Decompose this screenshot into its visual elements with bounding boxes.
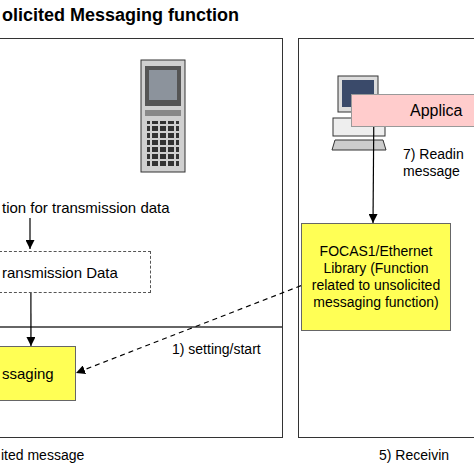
annotation-text: tion for transmission data [2, 199, 170, 216]
cnc-panel: ited messageransmission Datassaging [0, 38, 283, 438]
node-text: ransmission Data [2, 252, 118, 292]
pc-panel: 5) ReceivinApplicaFOCAS1/Ethernet Librar… [298, 38, 474, 438]
node-text: ssaging [2, 347, 54, 400]
flow-connector [30, 293, 31, 346]
node-text: 5) Receivin [379, 447, 449, 463]
flow-arrow [29, 218, 30, 249]
library-box: FOCAS1/Ethernet Library (Function relate… [301, 223, 451, 331]
cnc-softkeys [145, 110, 181, 116]
cnc-body [141, 60, 185, 172]
cnc-bezel [145, 66, 181, 106]
pc-keyboard [332, 140, 386, 150]
flow-connector [76, 286, 301, 373]
data-box: ransmission Data [0, 251, 151, 293]
application-box: Applica [351, 94, 474, 127]
node-text: Applica [410, 95, 462, 126]
cnc-unit-icon [141, 60, 185, 172]
diagram-title: olicited Messaging function [2, 5, 239, 26]
section-divider [0, 326, 283, 328]
connector-label: 7) Readin message [403, 146, 474, 180]
cnc-screen [149, 70, 177, 100]
cnc-keypad [147, 121, 179, 166]
function-box: ssaging [0, 346, 76, 401]
connector-label: 1) setting/start [172, 341, 261, 357]
node-text: ited message [1, 447, 84, 463]
flow-connector [372, 127, 374, 223]
node-text: FOCAS1/Ethernet Library (Function relate… [302, 224, 450, 330]
